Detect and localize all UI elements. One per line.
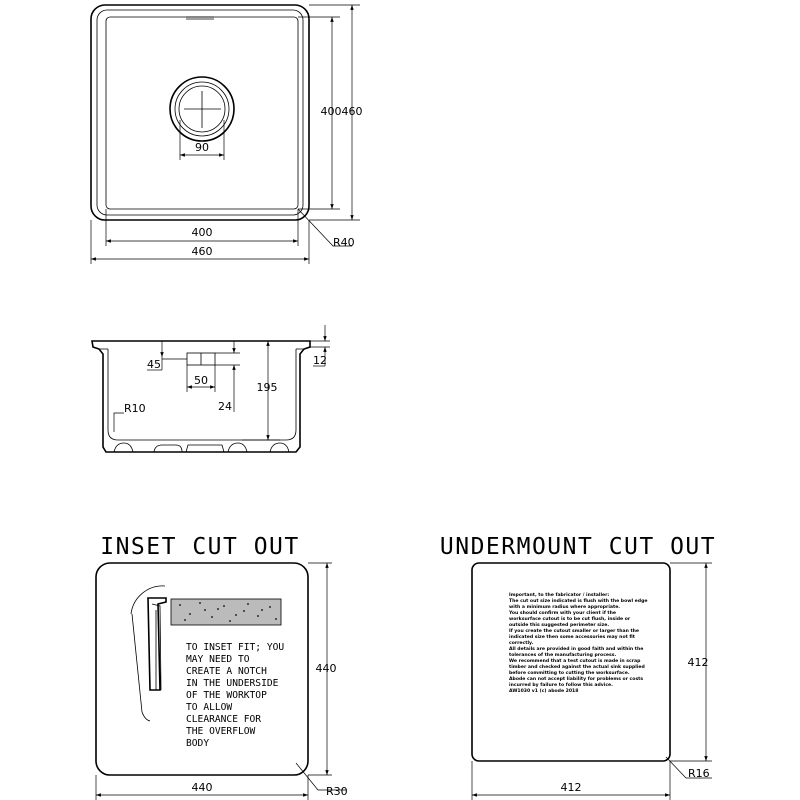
overflow-width-label: 50 — [194, 374, 208, 387]
svg-text:We recommend that a test cutou: We recommend that a test cutout is made … — [509, 658, 641, 664]
svg-text:THE OVERFLOW: THE OVERFLOW — [186, 726, 256, 737]
waste-ring — [174, 81, 230, 137]
worktop-section — [170, 598, 282, 626]
overflow-drop-label: 24 — [218, 400, 232, 413]
inset-note: TO INSET FIT; YOU MAY NEED TO CREATE A N… — [186, 642, 284, 749]
inset-cutout-outline — [95, 562, 309, 776]
inset-width-label: 440 — [192, 781, 213, 794]
svg-text:outside this suggested perimet: outside this suggested perimeter size. — [509, 622, 609, 628]
svg-text:before committing to cutting t: before committing to cutting the worksur… — [509, 670, 630, 676]
undermount-cutout-outline — [471, 562, 671, 762]
svg-text:AW1030 v1 (c) abode 2018: AW1030 v1 (c) abode 2018 — [509, 688, 578, 694]
undermount-notice: Important, to the fabricator / installer… — [508, 592, 647, 694]
svg-text:with a minimum radius where ap: with a minimum radius where appropriate. — [509, 604, 620, 610]
svg-text:TO INSET FIT; YOU: TO INSET FIT; YOU — [186, 642, 284, 653]
svg-text:CLEARANCE FOR: CLEARANCE FOR — [186, 714, 261, 725]
undermount-radius-label: R16 — [688, 767, 710, 780]
sink-outer-rim — [90, 4, 310, 221]
svg-text:MAY NEED TO: MAY NEED TO — [186, 654, 250, 665]
worktop-specks — [179, 602, 277, 622]
undermount-width-label: 412 — [561, 781, 582, 794]
svg-text:BODY: BODY — [186, 738, 209, 749]
inner-height-label: 400 — [321, 105, 342, 118]
waste-outer — [169, 76, 235, 142]
sink-inner-rim — [96, 9, 304, 216]
undermount-title: UNDERMOUNT CUT OUT — [440, 534, 716, 560]
waste-inner — [178, 85, 226, 133]
side-view: 12 45 50 24 195 R10 — [91, 325, 330, 453]
svg-text:Important, to the fabricator /: Important, to the fabricator / installer… — [509, 592, 609, 598]
svg-text:timber and checked against the: timber and checked against the actual si… — [509, 664, 645, 670]
svg-text:worksurface cutout is to be cu: worksurface cutout is to be cut flush, i… — [509, 616, 631, 622]
svg-text:Abode can not accept liability: Abode can not accept liability for probl… — [509, 676, 643, 682]
rim-thickness-label: 12 — [313, 354, 327, 367]
inset-height-label: 440 — [316, 662, 337, 675]
top-view: 90 400 460 400 460 R40 — [90, 4, 363, 264]
svg-text:The cut out size indicated is: The cut out size indicated is flush with… — [509, 598, 647, 604]
depth-label: 195 — [257, 381, 278, 394]
inset-cutout: INSET CUT OUT TO INSET FIT; YOU MAY NEED… — [95, 534, 348, 800]
sink-profile-inner — [107, 349, 297, 441]
svg-text:TO ALLOW: TO ALLOW — [186, 702, 232, 713]
svg-text:indicated size then some acces: indicated size then some accessories may… — [509, 634, 636, 640]
undermount-cutout: UNDERMOUNT CUT OUT Important, to the fab… — [440, 534, 716, 800]
svg-text:correctly.: correctly. — [509, 640, 534, 646]
outer-width-label: 460 — [192, 245, 213, 258]
inset-title: INSET CUT OUT — [100, 534, 300, 560]
sink-edge-detail — [147, 597, 167, 691]
undermount-height-label: 412 — [688, 656, 709, 669]
svg-text:incurred by failure to follow: incurred by failure to follow this advic… — [509, 682, 613, 688]
svg-text:tolerances of the manufacturin: tolerances of the manufacturing process. — [509, 652, 617, 658]
svg-text:If you create the cutout small: If you create the cutout smaller or larg… — [509, 628, 639, 634]
svg-text:You should confirm with your c: You should confirm with your client if t… — [508, 610, 616, 616]
inset-radius-label: R30 — [326, 785, 348, 798]
overflow-height-label: 45 — [147, 358, 161, 371]
base-radius-label: R10 — [124, 402, 146, 415]
svg-text:IN THE UNDERSIDE: IN THE UNDERSIDE — [186, 678, 279, 689]
svg-text:OF THE WORKTOP: OF THE WORKTOP — [186, 690, 267, 701]
corner-radius-label: R40 — [333, 236, 355, 249]
waste-diameter-label: 90 — [195, 141, 209, 154]
inner-width-label: 400 — [192, 226, 213, 239]
svg-text:CREATE A NOTCH: CREATE A NOTCH — [186, 666, 267, 677]
svg-text:All details are provided in go: All details are provided in good faith a… — [509, 646, 643, 652]
outer-height-label: 460 — [342, 105, 363, 118]
